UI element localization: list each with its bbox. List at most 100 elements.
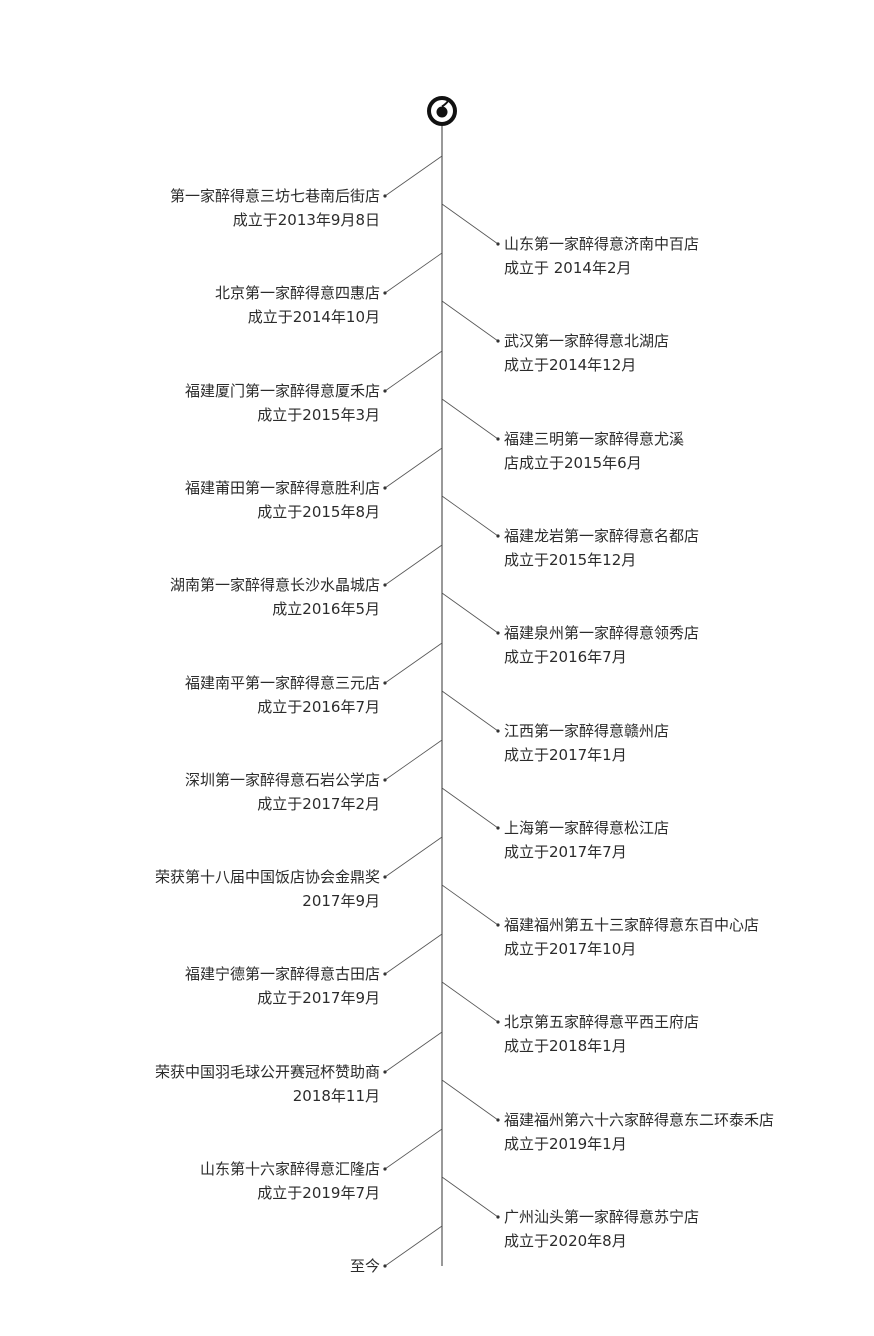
entry-date: 店成立于2015年6月 [504,454,642,472]
timeline-entry: 山东第十六家醉得意汇隆店成立于2019年7月 [200,1157,380,1205]
entry-title: 福建宁德第一家醉得意古田店 [184,965,380,983]
timeline-connector [441,787,499,829]
timeline-connector [441,884,499,926]
timeline-entry: 福建厦门第一家醉得意厦禾店成立于2015年3月 [185,379,380,427]
timeline-node-dot [496,437,500,441]
timeline-entry: 北京第一家醉得意四惠店成立于2014年10月 [215,281,380,329]
timeline-entry: 荣获第十八届中国饭店协会金鼎奖 2017年9月 [155,865,380,913]
timeline-entry: 山东第一家醉得意济南中百店成立于 2014年2月 [504,232,699,280]
timeline-node-dot [383,583,387,587]
timeline-node-dot [496,1215,500,1219]
timeline-node-dot [496,242,500,246]
entry-date: 成立于2016年7月 [257,698,380,716]
timeline-connector [384,1225,443,1267]
entry-title: 广州汕头第一家醉得意苏宁店 [504,1208,700,1226]
entry-date: 成立于2014年12月 [504,356,637,374]
timeline-entry: 福建宁德第一家醉得意古田店成立于2017年9月 [185,962,380,1010]
timeline-entry: 广州汕头第一家醉得意苏宁店成立于2020年8月 [504,1205,699,1253]
entry-date: 成立于2020年8月 [504,1232,627,1250]
timeline-connector [384,642,443,684]
entry-date: 成立于2015年12月 [504,551,637,569]
timeline-entry: 福建龙岩第一家醉得意名都店成立于2015年12月 [504,524,699,572]
timeline-connector [384,739,443,781]
entry-date: 2017年9月 [302,892,380,910]
timeline-node-dot [383,875,387,879]
entry-title: 福建厦门第一家醉得意厦禾店 [184,382,380,400]
timeline-connector [441,690,499,732]
timeline-entry: 至今 [350,1254,380,1278]
entry-title: 荣获中国羽毛球公开赛冠杯赞助商 [154,1063,380,1081]
entry-date: 成立于2016年7月 [504,648,627,666]
timeline-connector [384,155,443,197]
timeline-connector [384,544,443,586]
entry-date: 成立于2018年1月 [504,1037,627,1055]
timeline-entry: 福建南平第一家醉得意三元店成立于2016年7月 [185,671,380,719]
entry-date: 成立2016年5月 [272,600,380,618]
entry-title: 第一家醉得意三坊七巷南后街店 [169,187,380,205]
timeline-connector [384,252,443,294]
timeline-connector [441,1079,499,1121]
timeline-entry: 第一家醉得意三坊七巷南后街店成立于2013年9月8日 [170,184,380,232]
entry-date: 2018年11月 [292,1087,380,1105]
entry-title: 北京第一家醉得意四惠店 [214,284,380,302]
timeline-node-dot [496,534,500,538]
entry-title: 福建莆田第一家醉得意胜利店 [184,479,380,497]
timeline-connector [441,1176,499,1218]
timeline-connector [384,350,443,392]
entry-date: 成立于2017年10月 [504,940,637,958]
entry-date: 成立于2014年10月 [247,308,380,326]
entry-title: 至今 [349,1257,380,1275]
timeline-connector [384,933,443,975]
timeline-connector [384,836,443,878]
entry-title: 上海第一家醉得意松江店 [504,819,670,837]
timeline-entry: 上海第一家醉得意松江店成立于2017年7月 [504,816,669,864]
timeline-node-dot [383,681,387,685]
timeline-connector [441,300,499,342]
timeline-entry: 湖南第一家醉得意长沙水晶城店成立2016年5月 [170,573,380,621]
entry-date: 成立于 2014年2月 [504,259,632,277]
entry-date: 成立于2017年7月 [504,843,627,861]
entry-title: 福建南平第一家醉得意三元店 [184,674,380,692]
entry-title: 湖南第一家醉得意长沙水晶城店 [169,576,380,594]
entry-title: 北京第五家醉得意平西王府店 [504,1013,700,1031]
brand-logo-icon [427,96,457,126]
timeline-connector [384,1128,443,1170]
entry-title: 山东第十六家醉得意汇隆店 [199,1160,380,1178]
entry-title: 深圳第一家醉得意石岩公学店 [184,771,380,789]
timeline-entry: 福建三明第一家醉得意尤溪店成立于2015年6月 [504,427,684,475]
timeline-entry: 江西第一家醉得意赣州店成立于2017年1月 [504,719,669,767]
timeline-node-dot [383,1167,387,1171]
timeline-node-dot [383,194,387,198]
entry-title: 荣获第十八届中国饭店协会金鼎奖 [154,868,380,886]
timeline-node-dot [496,923,500,927]
entry-date: 成立于2019年1月 [504,1135,627,1153]
timeline-entry: 荣获中国羽毛球公开赛冠杯赞助商 2018年11月 [155,1060,380,1108]
timeline-entry: 福建福州第五十三家醉得意东百中心店成立于2017年10月 [504,913,759,961]
timeline-connector [441,398,499,440]
timeline-node-dot [383,1264,387,1268]
timeline-entry: 福建福州第六十六家醉得意东二环泰禾店成立于2019年1月 [504,1108,774,1156]
timeline-node-dot [496,1020,500,1024]
timeline-connector [441,495,499,537]
timeline-entry: 福建泉州第一家醉得意领秀店成立于2016年7月 [504,621,699,669]
timeline-node-dot [383,778,387,782]
timeline-node-dot [496,631,500,635]
entry-date: 成立于2015年3月 [257,406,380,424]
entry-title: 福建福州第六十六家醉得意东二环泰禾店 [504,1111,775,1129]
entry-title: 福建三明第一家醉得意尤溪 [504,430,685,448]
entry-title: 武汉第一家醉得意北湖店 [504,332,670,350]
timeline-connector [441,592,499,634]
timeline-entry: 武汉第一家醉得意北湖店成立于2014年12月 [504,329,669,377]
timeline-node-dot [496,729,500,733]
entry-date: 成立于2017年1月 [504,746,627,764]
timeline-connector [384,1031,443,1073]
entry-date: 成立于2017年9月 [257,989,380,1007]
entry-date: 成立于2017年2月 [257,795,380,813]
entry-date: 成立于2013年9月8日 [232,211,380,229]
timeline-connector [441,203,499,245]
timeline-node-dot [383,1070,387,1074]
timeline-entry: 北京第五家醉得意平西王府店成立于2018年1月 [504,1010,699,1058]
timeline-node-dot [383,972,387,976]
timeline-node-dot [383,389,387,393]
